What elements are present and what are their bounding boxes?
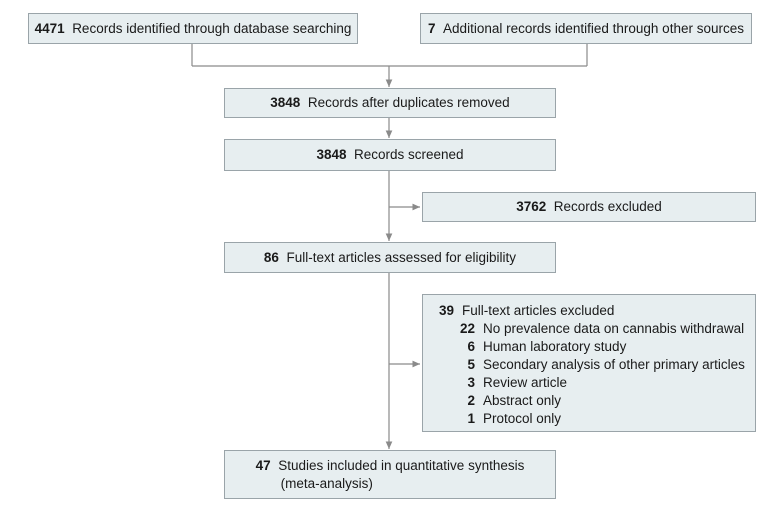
- screened-label: Records screened: [354, 147, 464, 162]
- deduplicated-count: 3848: [270, 95, 301, 110]
- box-included-studies: 47 Studies included in quantitative synt…: [224, 450, 556, 499]
- fulltext-excluded-label: Full-text articles excluded: [462, 303, 615, 318]
- box-assessed: 86 Full-text articles assessed for eligi…: [224, 242, 556, 273]
- exclusion-reason-count: 22: [459, 321, 475, 336]
- database-label: Records identified through database sear…: [72, 20, 352, 36]
- excluded-label: Records excluded: [553, 199, 662, 214]
- box-screened: 3848 Records screened: [224, 139, 556, 171]
- included-count: 47: [255, 457, 271, 473]
- exclusion-reason: 1 Protocol only: [447, 410, 755, 428]
- exclusion-reason-label: No prevalence data on cannabis withdrawa…: [483, 321, 745, 336]
- box-deduplicated: 3848 Records after duplicates removed: [224, 88, 556, 118]
- exclusion-reason: 5 Secondary analysis of other primary ar…: [447, 356, 755, 374]
- box-records-excluded: 3762 Records excluded: [422, 192, 756, 222]
- deduplicated-label: Records after duplicates removed: [307, 95, 510, 110]
- database-count: 4471: [34, 20, 65, 36]
- other-count: 7: [428, 20, 436, 36]
- exclusion-reason-label: Review article: [483, 375, 568, 390]
- exclusion-reason-count: 1: [467, 411, 475, 426]
- box-fulltext-excluded: 39 Full-text articles excluded 22 No pre…: [422, 294, 756, 432]
- exclusion-reason-label: Abstract only: [483, 393, 562, 408]
- box-database-records: 4471 Records identified through database…: [28, 13, 358, 44]
- exclusion-reason: 3 Review article: [447, 374, 755, 392]
- excluded-count: 3762: [516, 199, 547, 214]
- exclusion-reasons-list: 22 No prevalence data on cannabis withdr…: [439, 320, 755, 428]
- exclusion-reason: 2 Abstract only: [447, 392, 755, 410]
- exclusion-reason-label: Human laboratory study: [483, 339, 627, 354]
- other-label: Additional records identified through ot…: [443, 20, 744, 36]
- screened-count: 3848: [316, 147, 347, 162]
- exclusion-reason-count: 3: [467, 375, 475, 390]
- fulltext-excluded-count: 39: [439, 303, 455, 318]
- exclusion-reason: 6 Human laboratory study: [447, 338, 755, 356]
- assessed-label: Full-text articles assessed for eligibil…: [286, 249, 517, 265]
- exclusion-reason-count: 2: [467, 393, 475, 408]
- exclusion-reason-count: 5: [467, 357, 475, 372]
- exclusion-reason: 22 No prevalence data on cannabis withdr…: [447, 320, 755, 338]
- exclusion-reason-count: 6: [467, 339, 475, 354]
- box-other-records: 7 Additional records identified through …: [420, 13, 752, 44]
- assessed-count: 86: [263, 249, 279, 265]
- included-label-line1: Studies included in quantitative synthes…: [278, 457, 525, 473]
- exclusion-reason-label: Secondary analysis of other primary arti…: [483, 357, 745, 372]
- included-label-line2: (meta-analysis): [280, 475, 373, 491]
- fulltext-excluded-header: 39 Full-text articles excluded: [439, 302, 755, 320]
- exclusion-reason-label: Protocol only: [483, 411, 562, 426]
